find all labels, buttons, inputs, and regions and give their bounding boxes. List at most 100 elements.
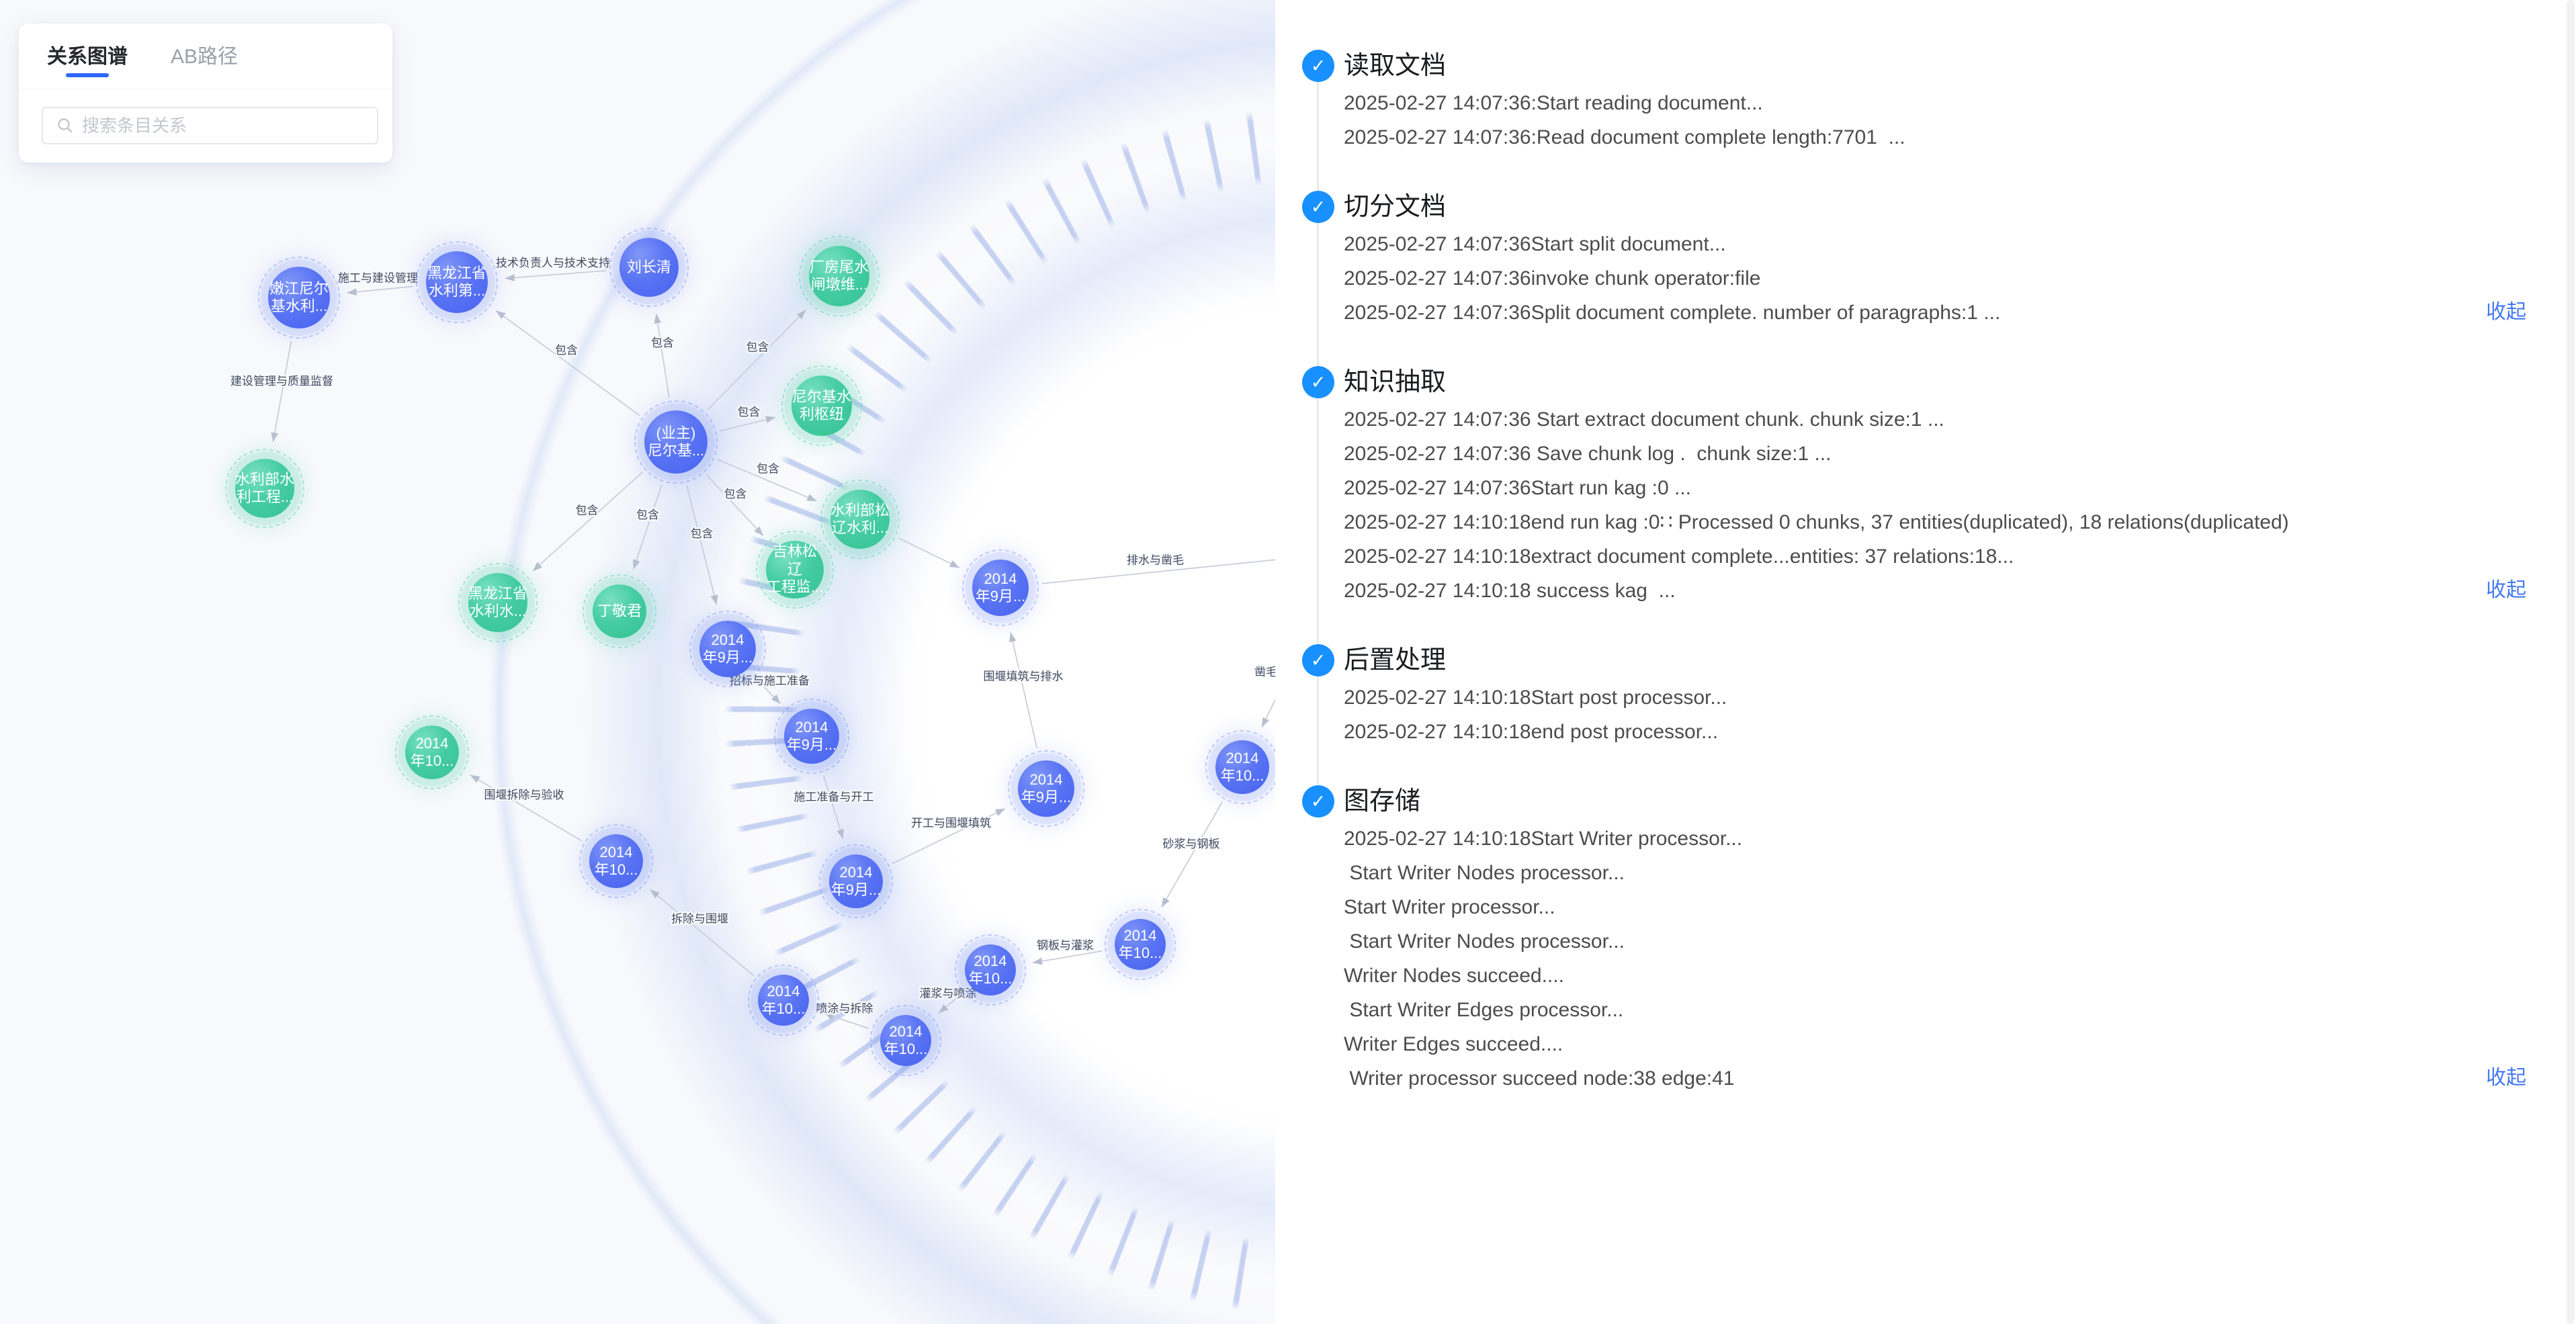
- graph-node[interactable]: 2014 年10...: [1115, 919, 1166, 970]
- pipeline-step: ✓ 图存储 2025-02-27 14:10:18Start Writer proc…: [1302, 785, 2538, 1096]
- step-check-icon: ✓: [1302, 785, 1334, 818]
- graph-toolbar-card: 关系图谱 AB路径: [19, 24, 392, 163]
- graph-node[interactable]: 2014 年9月...: [699, 621, 756, 677]
- graph-node[interactable]: 吉林松辽 工程监...: [766, 541, 824, 599]
- log-line: 2025-02-27 14:07:36:Read document comple…: [1344, 126, 1905, 148]
- graph-node[interactable]: (业主) 尼尔基...: [644, 410, 707, 474]
- graph-node[interactable]: 水利部水 利工程...: [235, 459, 294, 518]
- log-line: Writer Nodes succeed....: [1344, 965, 1564, 987]
- step-check-icon: ✓: [1302, 366, 1334, 398]
- edge-label: 施工与建设管理: [338, 272, 418, 285]
- graph-node[interactable]: 黑龙江省 水利第...: [426, 251, 488, 313]
- graph-node[interactable]: 2014 年10...: [880, 1015, 931, 1066]
- collapse-button[interactable]: 收起: [2486, 1067, 2526, 1089]
- tab-label: 关系图谱: [47, 46, 128, 68]
- log-line: Writer Edges succeed....: [1344, 1033, 1563, 1055]
- graph-edge: [272, 341, 292, 443]
- edge-arrowhead: [470, 775, 480, 783]
- pipeline-step: ✓ 切分文档 2025-02-27 14:07:36Start split docu…: [1302, 191, 2538, 330]
- graph-canvas[interactable]: 施工与建设管理技术负责人与技术支持建设管理与质量监督包含包含包含包含包含包含包含…: [0, 0, 1275, 1324]
- log-line: Start Writer Nodes processor...: [1344, 930, 1625, 953]
- graph-node[interactable]: 刘长清: [619, 238, 679, 297]
- collapse-button[interactable]: 收起: [2486, 301, 2526, 323]
- log-line: 2025-02-27 14:07:36Start run kag :0 ...: [1344, 477, 1692, 499]
- step-check-icon: ✓: [1302, 191, 1334, 223]
- search-icon: [56, 117, 74, 134]
- graph-node[interactable]: 2014 年9月...: [829, 854, 883, 908]
- log-line: 2025-02-27 14:07:36Start split document.…: [1344, 233, 1726, 255]
- step-log-lines: 2025-02-27 14:07:36:Start reading docume…: [1344, 86, 2538, 155]
- graph-node[interactable]: 2014 年9月...: [784, 709, 839, 764]
- search-input[interactable]: [81, 114, 377, 137]
- log-line: 2025-02-27 14:07:36 Save chunk log . chu…: [1344, 443, 1832, 465]
- graph-node-label: 吉林松辽 工程监...: [766, 543, 824, 596]
- graph-node-label: 2014 年10...: [761, 982, 806, 1017]
- timeline-line: [1317, 66, 1319, 797]
- log-line: Writer processor succeed node:38 edge:41: [1344, 1067, 1735, 1090]
- graph-node-label: 2014 年9月...: [702, 631, 753, 666]
- graph-node[interactable]: 厂房尾水 闸墩维...: [809, 246, 869, 306]
- step-log-lines: 2025-02-27 14:07:36 Start extract docume…: [1344, 402, 2538, 608]
- pipeline-step: ✓ 知识抽取 2025-02-27 14:07:36 Start extract d…: [1302, 366, 2538, 608]
- graph-node[interactable]: 2014 年9月...: [972, 560, 1029, 616]
- graph-node-label: 水利部松 辽水利...: [830, 501, 890, 536]
- tab-relation-graph[interactable]: 关系图谱: [47, 40, 128, 85]
- graph-node[interactable]: 丁敬君: [593, 584, 646, 638]
- graph-node[interactable]: 2014 年10...: [405, 725, 459, 779]
- log-line: 2025-02-27 14:10:18end run kag :0∷ Proce…: [1344, 511, 2289, 533]
- step-title: 图存储: [1344, 787, 1421, 815]
- step-title: 后置处理: [1344, 646, 1447, 674]
- graph-node-label: 丁敬君: [597, 602, 642, 619]
- log-line: 2025-02-27 14:10:18end post processor...: [1344, 721, 1719, 743]
- log-line: 2025-02-27 14:07:36 Start extract docume…: [1344, 408, 1944, 431]
- graph-node-label: 2014 年10...: [410, 734, 454, 769]
- graph-node[interactable]: 黑龙江省 水利水...: [468, 573, 527, 632]
- collapse-button[interactable]: 收起: [2486, 579, 2526, 601]
- log-line: 2025-02-27 14:10:18 success kag ...: [1344, 580, 1676, 602]
- graph-node[interactable]: 2014 年10...: [589, 834, 643, 888]
- active-tab-indicator: [66, 73, 109, 77]
- graph-node[interactable]: 嫩江尼尔 基水利...: [268, 267, 330, 328]
- step-title: 知识抽取: [1344, 368, 1447, 396]
- edge-label: 建设管理与质量监督: [230, 375, 333, 388]
- step-check-icon: ✓: [1302, 644, 1334, 676]
- step-title: 切分文档: [1344, 193, 1447, 221]
- search-box: [42, 107, 378, 144]
- step-log-lines: 2025-02-27 14:07:36Start split document.…: [1344, 227, 2538, 330]
- graph-node-label: 2014 年10...: [594, 843, 638, 878]
- scrollbar[interactable]: [2567, 0, 2575, 1324]
- graph-node-label: 2014 年10...: [1220, 749, 1264, 784]
- graph-node[interactable]: 2014 年9月...: [1018, 760, 1074, 817]
- graph-node[interactable]: 2014 年10...: [965, 944, 1016, 996]
- graph-node-label: 黑龙江省 水利第...: [427, 264, 486, 299]
- graph-node-label: 2014 年9月...: [975, 570, 1026, 605]
- log-line: Start Writer processor...: [1344, 896, 1555, 918]
- pipeline-step: ✓ 后置处理 2025-02-27 14:10:18Start post proce…: [1302, 644, 2538, 749]
- graph-node[interactable]: 2014 年10...: [1215, 740, 1269, 794]
- graph-node-label: 2014 年9月...: [830, 863, 882, 898]
- step-log-lines: 2025-02-27 14:10:18Start post processor.…: [1344, 680, 2538, 749]
- graph-node-label: (业主) 尼尔基...: [647, 424, 705, 459]
- graph-node[interactable]: 水利部松 辽水利...: [830, 490, 890, 549]
- log-line: 2025-02-27 14:07:36:Start reading docume…: [1344, 92, 1763, 114]
- graph-node[interactable]: 尼尔基水 利枢纽: [791, 376, 852, 436]
- graph-nodes-layer: 嫩江尼尔 基水利... 黑龙江省 水利第... 刘长清 厂房尾水 闸墩维... 水利部水…: [0, 0, 1275, 1324]
- graph-node-label: 厂房尾水 闸墩维...: [809, 258, 869, 293]
- graph-node-label: 2014 年10...: [968, 952, 1013, 987]
- graph-node-label: 黑龙江省 水利水...: [468, 584, 528, 619]
- step-log-lines: 2025-02-27 14:10:18Start Writer processo…: [1344, 822, 2538, 1096]
- graph-node-label: 刘长清: [626, 258, 671, 275]
- graph-node-label: 嫩江尼尔 基水利...: [269, 279, 329, 314]
- tab-ab-path[interactable]: AB路径: [171, 46, 239, 68]
- graph-edge: [347, 285, 413, 294]
- log-line: 2025-02-27 14:10:18Start Writer processo…: [1344, 828, 1743, 850]
- log-line: 2025-02-27 14:10:18Start post processor.…: [1344, 687, 1727, 709]
- graph-node[interactable]: 2014 年10...: [758, 975, 809, 1026]
- graph-node-label: 2014 年10...: [1118, 926, 1162, 961]
- step-check-icon: ✓: [1302, 50, 1334, 82]
- graph-node-label: 水利部水 利工程...: [235, 470, 295, 505]
